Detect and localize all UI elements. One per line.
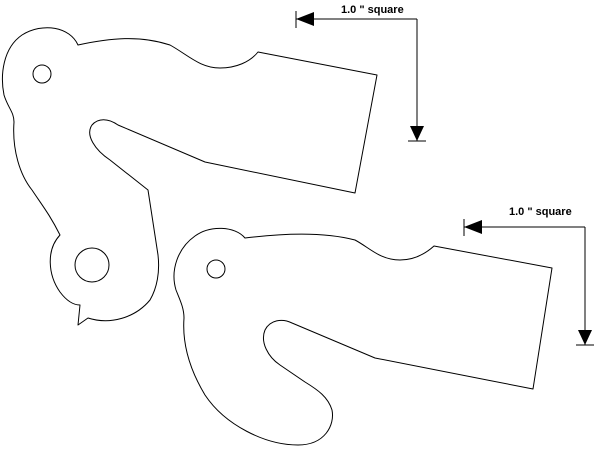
latch-part-1 xyxy=(1,27,378,326)
latch-part-1-outline xyxy=(1,27,378,326)
latch-part-2 xyxy=(173,227,553,446)
scale-2-label: 1.0 " square xyxy=(509,206,572,218)
scale-annotation-1: 1.0 " square xyxy=(295,4,426,142)
scale-2-arrowhead-down xyxy=(578,330,592,345)
latch-part-2-outline xyxy=(173,227,553,446)
latch-part-2-small-hole xyxy=(206,259,226,279)
latch-part-1-pivot-hole xyxy=(74,247,110,283)
scale-1-arrowhead-down xyxy=(410,126,424,141)
scale-1-label: 1.0 " square xyxy=(341,4,404,16)
latch-part-1-small-hole xyxy=(32,64,52,84)
scale-annotation-2: 1.0 " square xyxy=(463,206,594,346)
